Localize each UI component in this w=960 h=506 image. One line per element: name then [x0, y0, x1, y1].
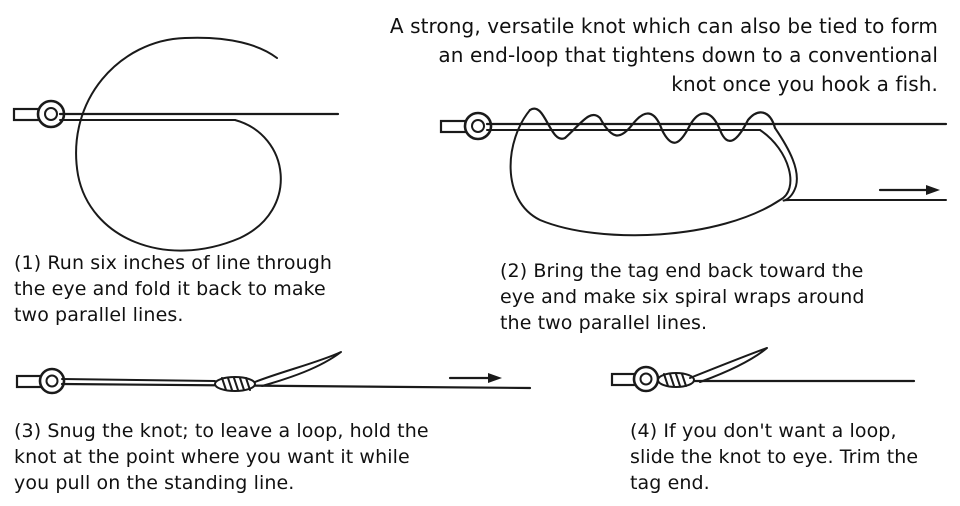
loop-end — [774, 127, 947, 202]
step-3-illustration — [15, 351, 532, 395]
step-4-caption: (4) If you don't want a loop, slide the … — [630, 420, 919, 494]
step-2-caption: (2) Bring the tag end back toward the ey… — [500, 260, 865, 334]
hook-eye-icon — [439, 111, 493, 141]
spiral-wraps — [528, 107, 777, 144]
arrow-head-icon — [926, 185, 940, 195]
step-1-illustration — [12, 36, 340, 252]
tag-end-loop — [509, 109, 792, 237]
step-1-caption: (1) Run six inches of line through the e… — [14, 252, 333, 326]
hook-eye-icon — [12, 99, 66, 129]
step-4-illustration — [610, 347, 916, 393]
parallel-line — [61, 378, 216, 382]
knot-wraps — [657, 372, 695, 388]
hook-eye-icon — [15, 367, 66, 395]
tag-end — [689, 347, 768, 383]
step-2-illustration — [439, 107, 948, 237]
knot-wraps — [214, 376, 256, 392]
intro-text: A strong, versatile knot which can also … — [389, 14, 938, 96]
step-3-caption: (3) Snug the knot; to leave a loop, hold… — [14, 420, 429, 494]
tag-end-loop — [75, 36, 282, 252]
arrow-head-icon — [488, 373, 502, 383]
standing-line — [60, 382, 532, 390]
hook-eye-icon — [610, 365, 660, 393]
tag-end — [254, 351, 342, 387]
